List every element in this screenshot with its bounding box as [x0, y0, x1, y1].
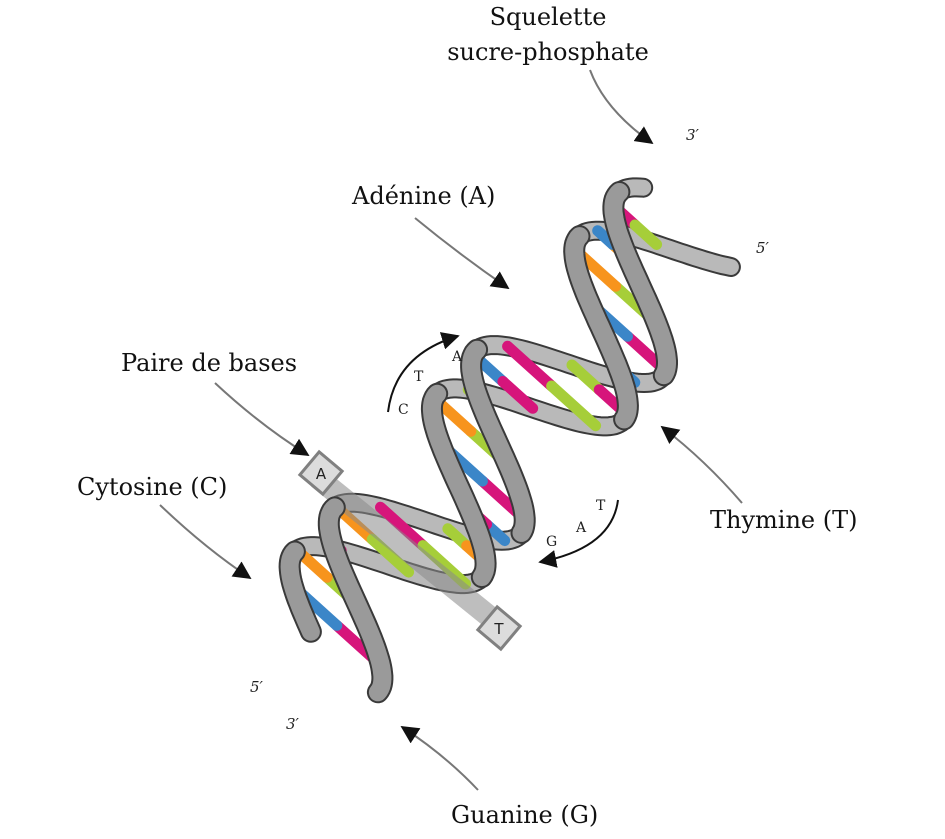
- thymine-arrow: [660, 425, 743, 504]
- backbone-front-segment: [604, 183, 676, 385]
- base-rung: [497, 376, 539, 414]
- end-top-3prime: 3′: [686, 126, 700, 144]
- seq-upper-1: A: [451, 349, 463, 365]
- backbone-front-segment: [422, 384, 495, 587]
- base-pair-box: A T: [297, 449, 523, 652]
- label-base-pair: Paire de bases: [121, 349, 297, 377]
- end-bottom-3prime: 3′: [286, 715, 300, 733]
- seq-lower-1: T: [596, 498, 606, 514]
- cytosine-arrow: [159, 504, 252, 579]
- backbone-front-segment: [319, 498, 392, 702]
- adenine-arrow: [414, 217, 510, 290]
- base-pair-arrow: [214, 382, 310, 456]
- backbone-front-segment: [565, 227, 637, 429]
- label-backbone-line1: Squelette: [490, 3, 607, 31]
- guanine-arrow: [400, 726, 479, 791]
- base-rung: [566, 359, 605, 396]
- base-rung: [502, 340, 558, 392]
- label-cytosine: Cytosine (C): [77, 473, 227, 501]
- label-arrows: [159, 69, 743, 791]
- label-backbone-line2: sucre-phosphate: [447, 38, 649, 66]
- backbone-arrow: [589, 69, 654, 145]
- backbone-front-segment: [462, 340, 534, 542]
- label-guanine: Guanine (G): [451, 801, 598, 829]
- end-bottom-5prime: 5′: [250, 678, 264, 696]
- seq-upper-3: C: [398, 402, 409, 418]
- base-rung: [375, 501, 429, 552]
- lower-sequence-arrow: [538, 499, 619, 568]
- base-rung: [546, 380, 602, 432]
- seq-lower-2: A: [575, 520, 587, 536]
- upper-sequence-arrow: [387, 332, 460, 413]
- base-pair-box-left: A: [316, 465, 327, 483]
- label-adenine: Adénine (A): [351, 182, 495, 210]
- end-top-5prime: 5′: [756, 239, 770, 257]
- backbone-front-segment: [280, 542, 320, 641]
- seq-upper-2: T: [414, 369, 424, 385]
- seq-lower-3: G: [546, 534, 557, 550]
- label-thymine: Thymine (T): [710, 506, 857, 534]
- base-rung: [629, 219, 663, 250]
- base-rung: [366, 533, 415, 578]
- front-backbone-strand: [278, 181, 678, 704]
- sequence-arrows: [387, 332, 619, 568]
- base-pair-box-right: T: [493, 620, 504, 638]
